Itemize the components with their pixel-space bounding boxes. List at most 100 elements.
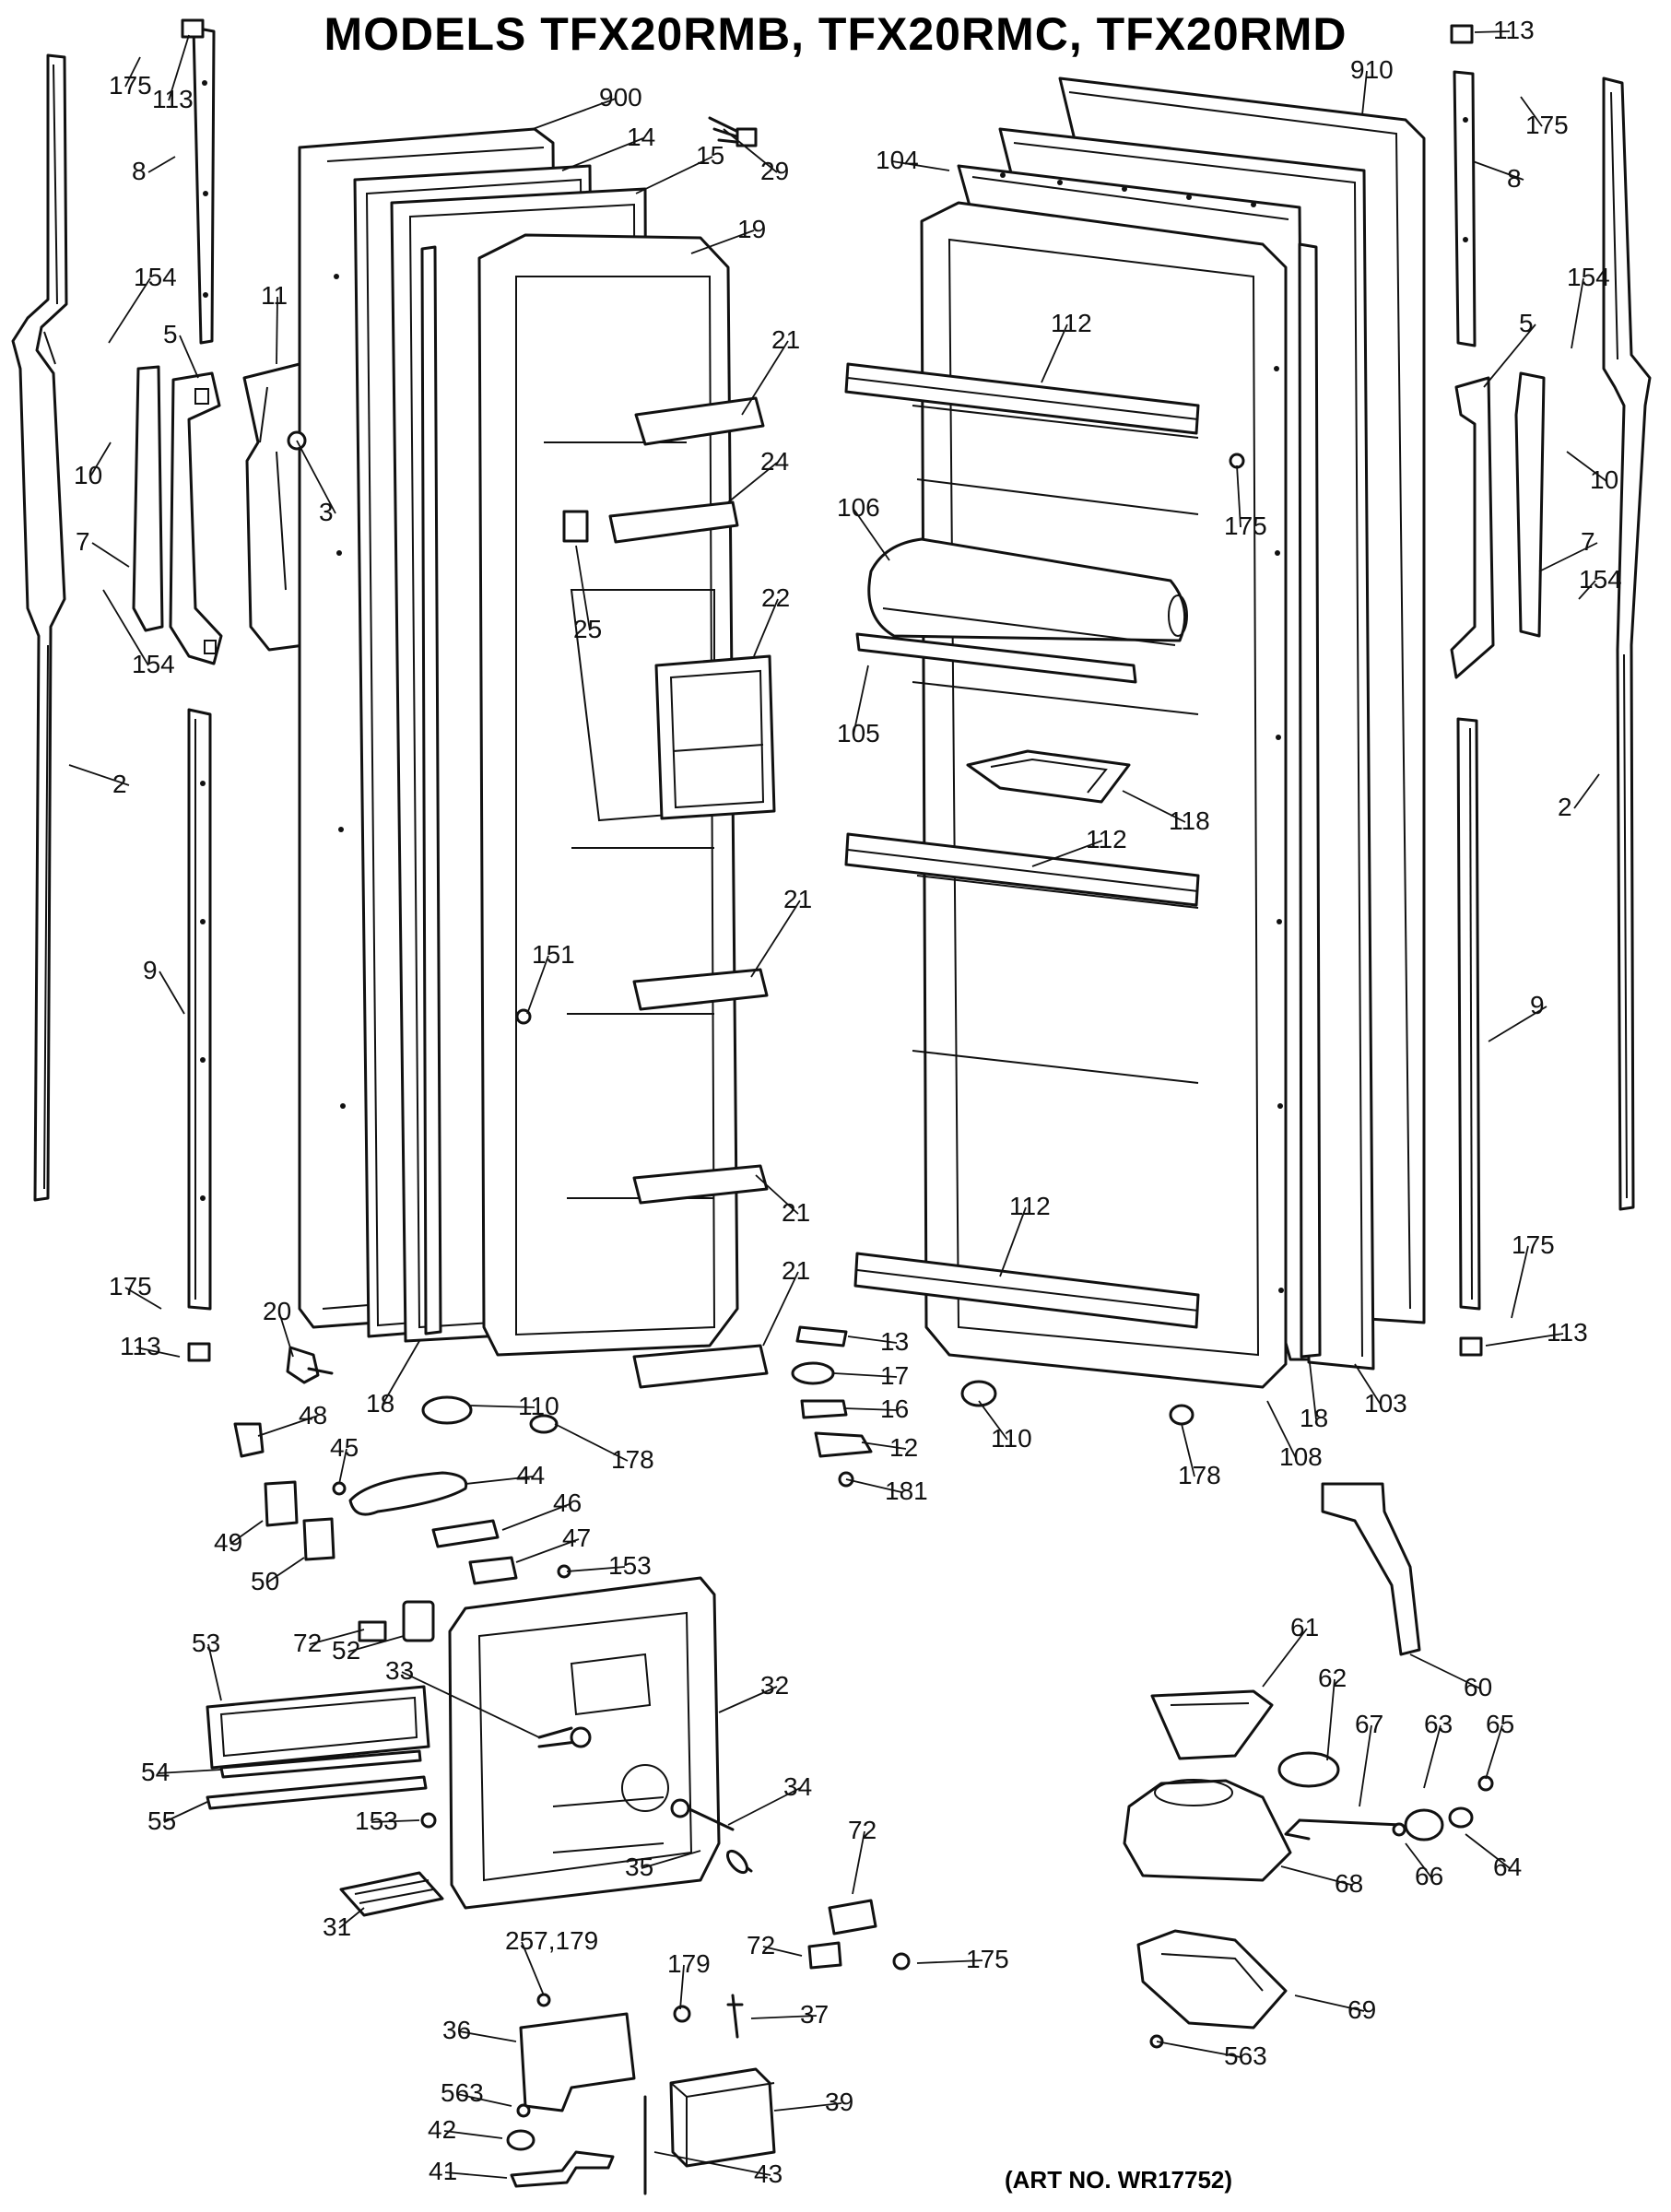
callout-label-l105: 105 <box>837 719 880 747</box>
leader-line-l62 <box>1326 1678 1336 1761</box>
part-110-light-left <box>421 1395 473 1425</box>
callout-label-l154a: 154 <box>134 263 177 291</box>
callout-label-l18a: 18 <box>366 1389 394 1418</box>
leader-line-l15 <box>635 156 713 194</box>
leader-line-l112c <box>999 1206 1027 1277</box>
callout-label-l13: 13 <box>880 1327 909 1356</box>
part-8-right-upper-bar <box>1453 70 1477 347</box>
callout-label-l22: 22 <box>761 583 790 612</box>
part-7-right-grip <box>1514 371 1546 638</box>
part-72-switch-b <box>828 1899 877 1936</box>
callout-label-l53: 53 <box>192 1629 220 1657</box>
leader-line-l64 <box>1465 1833 1511 1869</box>
leader-line-l103 <box>1354 1363 1382 1406</box>
part-36-bracket <box>519 2012 636 2112</box>
leader-line-l31 <box>338 1907 365 1929</box>
leader-line-l8b <box>1472 160 1524 181</box>
part-47-bracket <box>468 1556 518 1585</box>
leader-line-l25 <box>575 545 591 631</box>
part-69-bin-base <box>1136 1929 1288 2030</box>
callout-label-l36: 36 <box>442 2016 471 2044</box>
leader-line-l110b <box>978 1400 1008 1441</box>
callout-label-l50: 50 <box>251 1567 279 1595</box>
callout-label-l900: 900 <box>599 83 642 112</box>
leader-line-l60 <box>1409 1653 1481 1689</box>
part-112-shelf-bar-2 <box>844 832 1200 907</box>
leader-line-l50 <box>266 1557 305 1583</box>
leader-line-l45 <box>338 1448 347 1485</box>
part-50-plate <box>302 1517 335 1561</box>
leader-line-l113d <box>1485 1333 1564 1347</box>
callout-label-l52: 52 <box>332 1636 360 1665</box>
callout-label-l68: 68 <box>1335 1869 1363 1898</box>
leader-line-l5a <box>179 335 199 379</box>
leader-line-l108 <box>1266 1400 1297 1459</box>
leader-line-l105 <box>853 665 869 735</box>
callout-label-l72b: 72 <box>848 1816 877 1844</box>
callout-label-l63: 63 <box>1424 1710 1453 1738</box>
leader-line-l21a <box>741 340 789 416</box>
part-175-screw-right-door <box>1229 453 1245 469</box>
callout-label-l175b: 175 <box>109 1272 152 1300</box>
callout-label-l31: 31 <box>323 1912 351 1941</box>
part-49-plate <box>264 1480 299 1527</box>
leader-line-l48 <box>257 1416 316 1437</box>
callout-label-l17: 17 <box>880 1361 909 1390</box>
callout-label-l66: 66 <box>1415 1862 1443 1890</box>
part-12-hinge <box>814 1431 873 1458</box>
leader-line-l154c <box>1571 277 1584 349</box>
part-105-shelf-bar <box>855 632 1137 684</box>
leader-line-l9b <box>1488 1006 1547 1042</box>
callout-label-l48: 48 <box>299 1401 327 1430</box>
callout-label-l10a: 10 <box>74 461 102 489</box>
art-number: (ART NO. WR17752) <box>1005 2166 1233 2194</box>
leader-line-l43 <box>653 2151 771 2176</box>
leader-line-l39 <box>773 2102 842 2112</box>
callout-label-l113b: 113 <box>120 1332 161 1360</box>
part-21-shelf-2 <box>632 968 769 1011</box>
leader-line-l17 <box>833 1372 898 1378</box>
part-18-right-strip <box>1298 242 1322 1359</box>
callout-label-l42: 42 <box>428 2115 456 2144</box>
leader-line-l72a <box>309 1629 365 1645</box>
callout-label-l154b: 154 <box>132 650 175 678</box>
part-106-dairy-compartment <box>867 537 1188 646</box>
leader-line-l154a <box>108 277 151 344</box>
callout-label-l2a: 2 <box>112 770 127 798</box>
callout-label-l67: 67 <box>1355 1710 1383 1738</box>
callout-label-l257: 257,179 <box>505 1926 598 1955</box>
leader-line-l46 <box>501 1503 571 1531</box>
callout-label-l72a: 72 <box>293 1629 322 1657</box>
part-41-lever <box>510 2150 615 2188</box>
part-257-179-screw <box>536 1993 551 2007</box>
leader-line-l181 <box>845 1478 902 1493</box>
part-34-spring <box>670 1798 735 1831</box>
leader-line-l29 <box>723 128 778 173</box>
callout-label-l103: 103 <box>1364 1389 1407 1418</box>
callout-label-l10b: 10 <box>1590 465 1618 494</box>
callout-label-l175c: 175 <box>966 1945 1009 1973</box>
leader-line-l63 <box>1423 1724 1442 1789</box>
callout-label-l32: 32 <box>760 1671 789 1700</box>
callout-label-l19: 19 <box>737 215 766 243</box>
leader-line-l44 <box>465 1476 534 1485</box>
leader-line-l113c <box>1474 30 1511 33</box>
callout-label-l65: 65 <box>1486 1710 1514 1738</box>
callout-label-l175e: 175 <box>1224 512 1267 540</box>
callout-label-l62: 62 <box>1318 1664 1347 1692</box>
part-8-left-upper-bar <box>192 26 216 345</box>
part-68-motor-housing <box>1123 1779 1292 1882</box>
leader-line-l19 <box>690 229 755 254</box>
part-64-knob <box>1448 1806 1474 1829</box>
callout-label-l5b: 5 <box>1519 309 1534 337</box>
leader-line-l65 <box>1485 1724 1503 1780</box>
leader-line-l21d <box>762 1271 799 1347</box>
leader-line-l175c <box>916 1959 983 1964</box>
callout-label-l64: 64 <box>1493 1853 1522 1881</box>
part-13-hinge-shim <box>795 1325 848 1347</box>
leader-line-l55 <box>163 1801 208 1823</box>
part-42-nut <box>506 2129 535 2151</box>
callout-label-l25: 25 <box>573 615 602 643</box>
leader-line-l68 <box>1280 1865 1352 1886</box>
leader-line-l32 <box>718 1686 778 1713</box>
